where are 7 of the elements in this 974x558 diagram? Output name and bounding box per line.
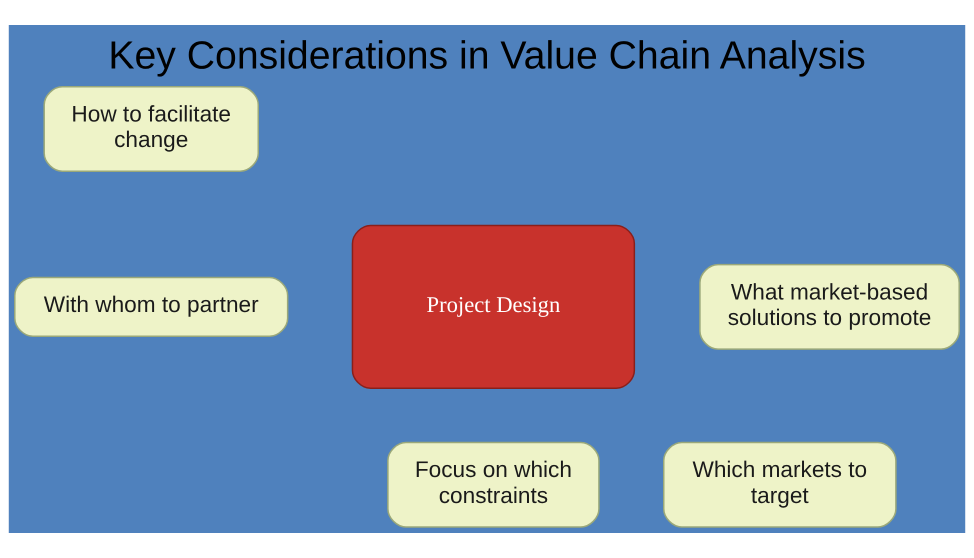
node-box: How to facilitate change [43,86,259,172]
node-box: Project Design [352,224,636,390]
diagram-title: Key Considerations in Value Chain Analysis [108,34,866,78]
node-box: Focus on which constraints [387,442,600,528]
node-box: With whom to partner [14,276,288,338]
node-box: Which markets to target [663,442,897,528]
node-box: What market-based solutions to promote [699,264,960,350]
